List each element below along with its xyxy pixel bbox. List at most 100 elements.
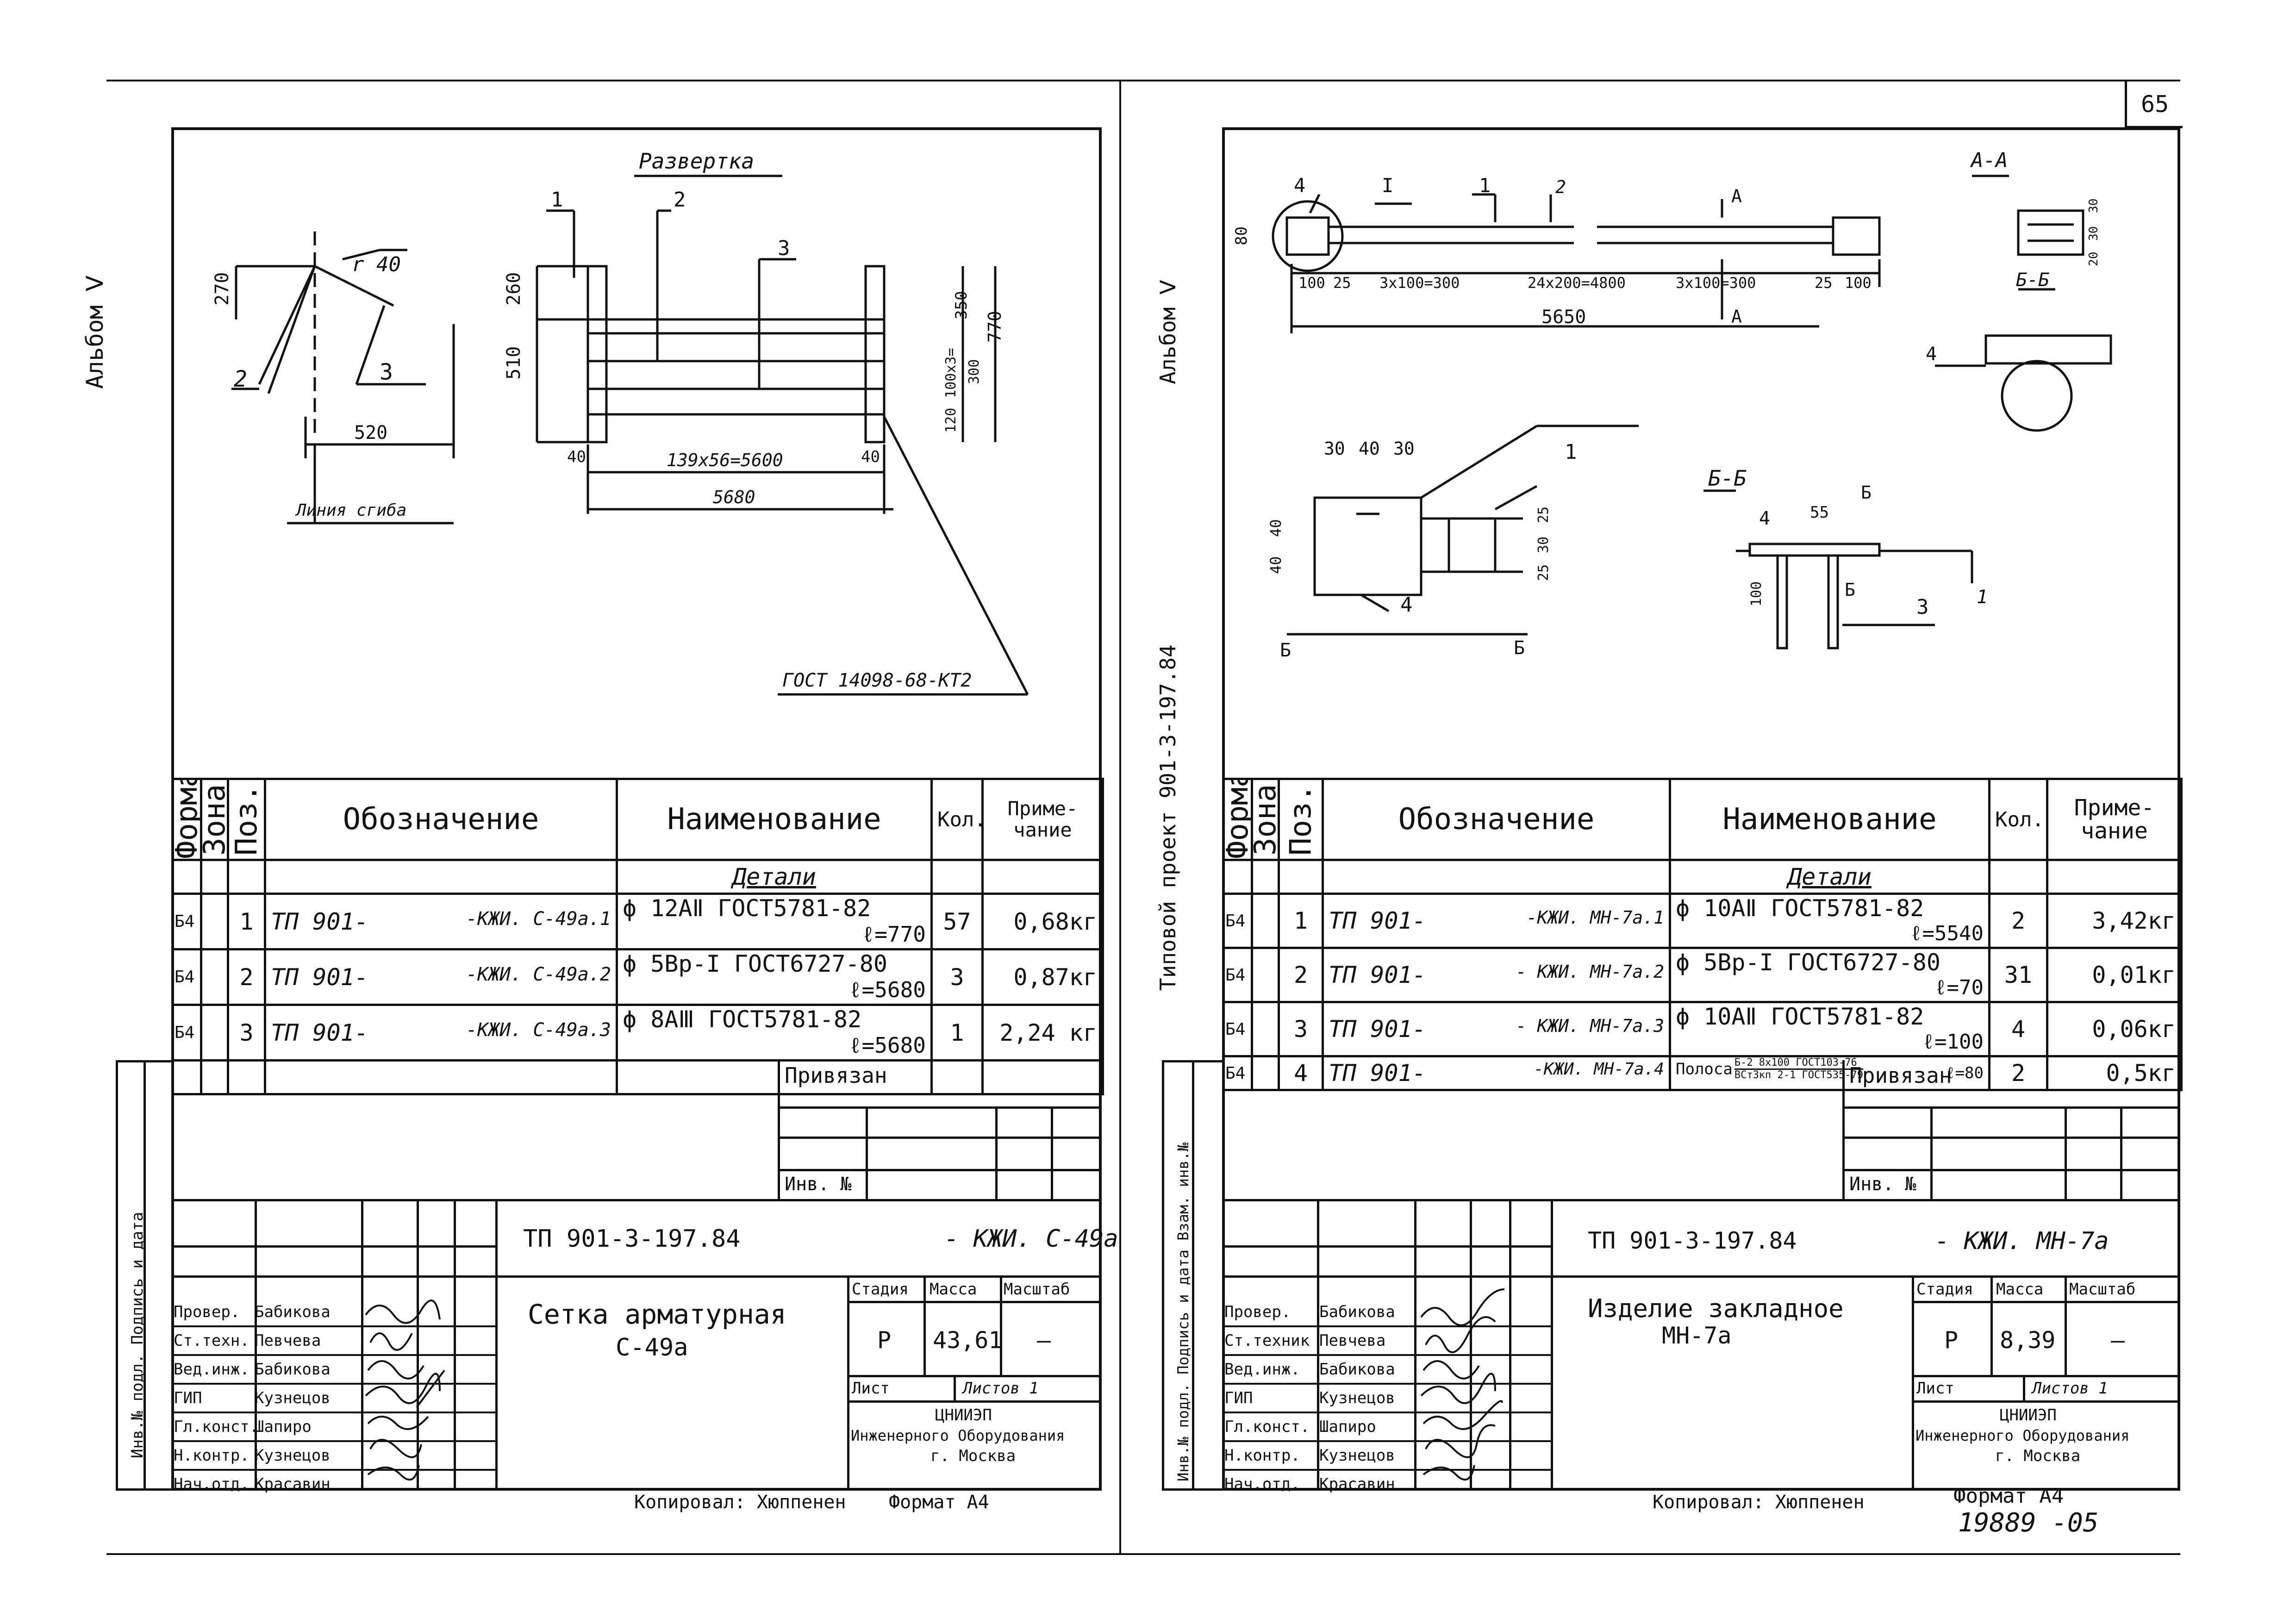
dim-55: 55 — [1810, 503, 1829, 522]
row-pos: 2 — [1278, 947, 1324, 1003]
callout-3b: 3 — [380, 359, 393, 385]
tb-line — [171, 1199, 1102, 1201]
callout-rA2: A — [1731, 306, 1742, 327]
tb-vline — [495, 1199, 498, 1491]
signer-name: Бабикова — [255, 1303, 331, 1321]
row-code: -КЖИ. МН-7а.4 — [1534, 1060, 1664, 1079]
dim-5680: 5680 — [713, 487, 755, 507]
row-note: 2,24 кг — [981, 1004, 1104, 1062]
row-qty: 2 — [1988, 893, 2048, 949]
tb-line — [1551, 1275, 2180, 1278]
right-stage-label: Стадия — [1916, 1280, 1973, 1299]
left-product-code: С-49а — [616, 1334, 688, 1362]
row-format: Б4 — [1222, 893, 1253, 949]
priv-line — [778, 1137, 1102, 1139]
left-signers: Провер.Бабикова Ст.техн.Певчева Вед.инж.… — [174, 1299, 498, 1498]
col-qty: Кол. — [1988, 778, 2048, 861]
callout-rB1: Б — [1280, 640, 1292, 661]
tb-line — [1912, 1301, 2180, 1303]
row-pos: 4 — [1278, 1055, 1324, 1091]
left-sheets-label: Листов 1 — [963, 1379, 1039, 1398]
right-scale: — — [2111, 1327, 2125, 1354]
tb-line — [1222, 1275, 1551, 1278]
row-pos: 1 — [227, 893, 266, 950]
left-mass-label: Масса — [930, 1280, 977, 1299]
row-format: Б4 — [171, 893, 202, 950]
callout-r3: 3 — [1916, 595, 1929, 619]
row-designation: ТП 901--КЖИ. С-49а.3 — [264, 1004, 618, 1062]
row-note: 0,01кг — [2046, 947, 2183, 1003]
tb-vline — [1470, 1199, 1472, 1491]
dim-30a: 30 — [1324, 438, 1345, 459]
right-margin-strip-div — [1192, 1060, 1194, 1491]
callout-3: 3 — [778, 237, 790, 260]
tb-line — [1222, 1199, 2180, 1201]
callout-r1b: 1 — [1565, 440, 1577, 464]
right-spec-table: Формат Зона Поз. Обозначение Наименовани… — [1222, 778, 2183, 1091]
priv-line — [1842, 1106, 2180, 1109]
signer-row: Ст.техн.Певчева — [174, 1327, 498, 1356]
signer-name: Шапиро — [1319, 1418, 1376, 1436]
row-qty: 31 — [1988, 947, 2048, 1003]
page-number: 65 — [2141, 91, 2169, 118]
section-bb-mid: Б-Б — [1708, 466, 1747, 491]
row-note: 0,5кг — [2046, 1055, 2183, 1091]
tb-line — [1912, 1375, 2180, 1377]
tb-vline — [1551, 1199, 1553, 1491]
callout-rB3: Б — [1861, 482, 1872, 503]
callout-1: 1 — [551, 188, 563, 212]
signer-row: Провер.Бабикова — [1224, 1299, 1553, 1327]
left-margin-strip-div — [144, 1060, 146, 1491]
tb-vline — [847, 1275, 849, 1491]
col-note: Приме-чание — [2046, 778, 2183, 861]
row-name-text: ϕ 12АⅡ ГОСТ5781-82 — [623, 895, 871, 922]
tb-vline — [361, 1199, 363, 1491]
table-row: Б4 2 ТП 901--КЖИ. С-49а.2 ϕ 5Вр-I ГОСТ67… — [171, 948, 1104, 1006]
signer-row: Нач.отд.Красавин — [1224, 1471, 1553, 1498]
tb-line — [495, 1275, 1102, 1278]
signer-role: ГИП — [1224, 1389, 1253, 1407]
row-designation: ТП 901-- КЖИ. МН-7а.3 — [1322, 1001, 1671, 1057]
left-privyazan: Привязан — [785, 1063, 887, 1088]
callout-r4b: 4 — [1400, 593, 1413, 617]
section-details: Детали — [1669, 859, 1990, 895]
left-org-1: ЦНИИЭП — [935, 1406, 992, 1424]
right-org-1: ЦНИИЭП — [2000, 1406, 2057, 1424]
priv-vline — [866, 1106, 868, 1199]
signer-name: Бабикова — [255, 1360, 331, 1379]
tb-vline — [923, 1275, 926, 1375]
signer-role: Гл.конст. — [1224, 1418, 1310, 1436]
priv-line — [1842, 1169, 2180, 1171]
row-len: ℓ=100 — [1922, 1030, 1984, 1054]
signer-row: Нач.отд.Красавин — [174, 1471, 498, 1498]
dim-100a: 100 — [1298, 274, 1325, 292]
col-name: Наименование — [616, 778, 933, 861]
signer-role: Вед.инж. — [1224, 1360, 1300, 1379]
bottom-rule — [106, 1553, 2180, 1555]
priv-line — [778, 1106, 1102, 1109]
row-designation: ТП 901--КЖИ. МН-7а.1 — [1322, 893, 1671, 949]
left-doc-code: ТП 901-3-197.84 — [523, 1225, 741, 1253]
row-name-text: ϕ 5Вр-I ГОСТ6727-80 — [623, 950, 887, 978]
row-name-top: Б-2 8x100 ГОСТ103-76 — [1734, 1059, 1863, 1070]
row-len: ℓ=5540 — [1910, 922, 1984, 945]
table-row: Б4 3 ТП 901-- КЖИ. МН-7а.3 ϕ 10АⅡ ГОСТ57… — [1222, 1001, 2183, 1057]
tb-vline — [954, 1375, 956, 1400]
callout-rB4: Б — [1845, 580, 1855, 600]
signer-name: Красавин — [255, 1475, 331, 1493]
signer-role: Н.контр. — [1224, 1446, 1300, 1465]
gost-note: ГОСТ 14098-68-КТ2 — [782, 670, 972, 691]
priv-vline — [2065, 1106, 2067, 1199]
col-designation: Обозначение — [1322, 778, 1671, 861]
row-len: ℓ=5680 — [849, 1033, 926, 1058]
left-product-name: Сетка арматурная — [528, 1299, 786, 1330]
dim-25a: 25 — [1333, 274, 1351, 292]
